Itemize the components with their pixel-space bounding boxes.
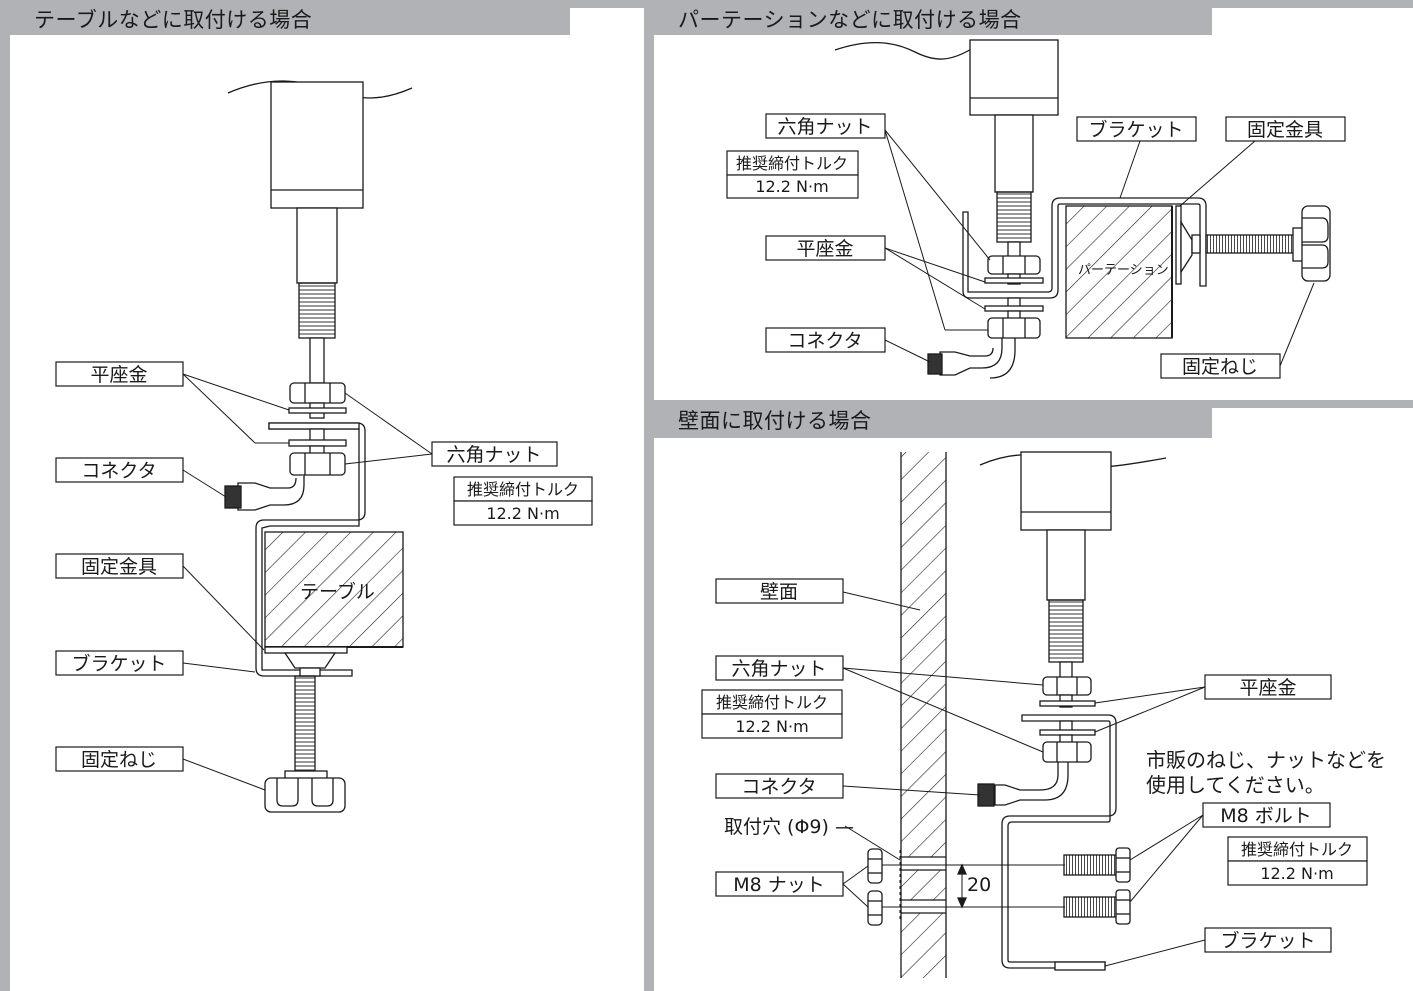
panel-wall-title: 壁面に取付ける場合	[654, 405, 1212, 438]
partition-board-label: パーテーション	[1078, 263, 1169, 278]
wall-hex-nut-upper	[1042, 676, 1092, 696]
wall-leader-lines	[842, 591, 1206, 967]
callout-bracket: ブラケット	[71, 652, 166, 675]
m8-nut-upper	[867, 848, 883, 884]
partition-diagram	[834, 39, 1331, 379]
panel-table-title: テーブルなどに取付ける場合	[10, 5, 570, 35]
partition-knob	[1301, 205, 1331, 282]
washer-upper	[288, 407, 347, 414]
table-leader-lines	[182, 373, 433, 791]
wall-callout-m8-nut: M8 ナット	[733, 874, 825, 896]
wall-surface	[901, 452, 946, 857]
partition-callout-clamp-fitting: 固定金具	[1247, 119, 1323, 141]
partition-bracket	[962, 197, 1207, 299]
wall-callouts: 壁面 六角ナット 推奨締付トルク 12.2 N·m 平座金 コネクタ 市販のねじ…	[701, 578, 1386, 953]
m8-bolt-upper	[1063, 847, 1131, 883]
wall-diagram	[867, 451, 1167, 978]
connector-cable	[237, 475, 305, 511]
wall-callout-mount-hole: 取付穴 (Φ9) —	[724, 816, 854, 838]
partition-callout-torque-value: 12.2 N·m	[755, 177, 828, 196]
wall-callout-washer: 平座金	[1239, 677, 1296, 699]
connector	[224, 485, 242, 509]
sensor-body	[270, 81, 364, 209]
partition-hex-nut-lower	[987, 317, 1041, 339]
wall-callout-wall: 壁面	[760, 581, 798, 603]
partition-leader-lines	[884, 129, 1315, 367]
partition-callout-connector: コネクタ	[787, 330, 862, 352]
partition-callout-fixing-screw: 固定ねじ	[1182, 356, 1258, 378]
m8-bolt-lower	[1063, 889, 1131, 925]
wall-callout-hex-nut: 六角ナット	[731, 658, 826, 680]
wall-callout-m8-bolt: M8 ボルト	[1220, 805, 1312, 827]
callout-fixing-screw: 固定ねじ	[81, 749, 157, 771]
washer-lower	[288, 439, 347, 447]
table-surface	[264, 531, 404, 648]
partition-connector	[927, 353, 943, 375]
sensor-thread	[298, 282, 336, 339]
dimension-label: 20	[967, 874, 991, 896]
table-diagram	[224, 80, 413, 813]
wall-hex-nut-lower	[1042, 741, 1092, 763]
callout-torque-value: 12.2 N·m	[486, 504, 559, 523]
wall-callout-connector: コネクタ	[741, 776, 816, 798]
wall-callout-bracket: ブラケット	[1220, 929, 1315, 952]
clamp-fitting	[264, 646, 348, 654]
callout-hex-nut: 六角ナット	[446, 444, 541, 466]
partition-hex-nut-upper	[987, 255, 1041, 275]
hex-nut-lower	[289, 452, 346, 476]
wall-note-line1: 市販のねじ、ナットなどを	[1146, 748, 1386, 772]
callout-clamp-fitting: 固定金具	[81, 556, 157, 578]
fixing-screw-knob	[264, 777, 346, 813]
partition-callouts: 六角ナット 推奨締付トルク 12.2 N·m ブラケット 固定金具 平座金 コネ…	[726, 113, 1346, 379]
wall-callout-bolt-torque-value: 12.2 N·m	[1260, 864, 1333, 883]
table-surface-label: テーブル	[300, 580, 375, 603]
wall-callout-bolt-torque-title: 推奨締付トルク	[1241, 840, 1353, 859]
table-callouts: 平座金 コネクタ 六角ナット 推奨締付トルク 12.2 N·m 固定金具 ブラケ…	[55, 361, 593, 772]
callout-connector: コネクタ	[81, 460, 156, 482]
wall-callout-torque-title: 推奨締付トルク	[716, 693, 828, 712]
fixing-screw-thread	[294, 675, 316, 772]
partition-callout-bracket: ブラケット	[1088, 118, 1183, 141]
m8-nut-lower	[867, 890, 883, 926]
wall-connector	[977, 783, 995, 807]
bracket-table	[255, 422, 366, 677]
partition-callout-hex-nut: 六角ナット	[777, 116, 872, 138]
partition-board	[1065, 205, 1173, 339]
callout-washer: 平座金	[90, 364, 147, 386]
panel-partition-title: パーテーションなどに取付ける場合	[654, 5, 1212, 35]
partition-callout-washer: 平座金	[796, 238, 853, 260]
hex-nut-upper	[289, 382, 346, 404]
sensor-shaft	[296, 207, 338, 284]
callout-torque-title: 推奨締付トルク	[467, 480, 579, 499]
partition-screw-thread	[1205, 234, 1297, 254]
wall-callout-torque-value: 12.2 N·m	[735, 717, 808, 736]
partition-callout-torque-title: 推奨締付トルク	[736, 154, 848, 173]
wall-note-line2: 使用してください。	[1146, 773, 1325, 797]
